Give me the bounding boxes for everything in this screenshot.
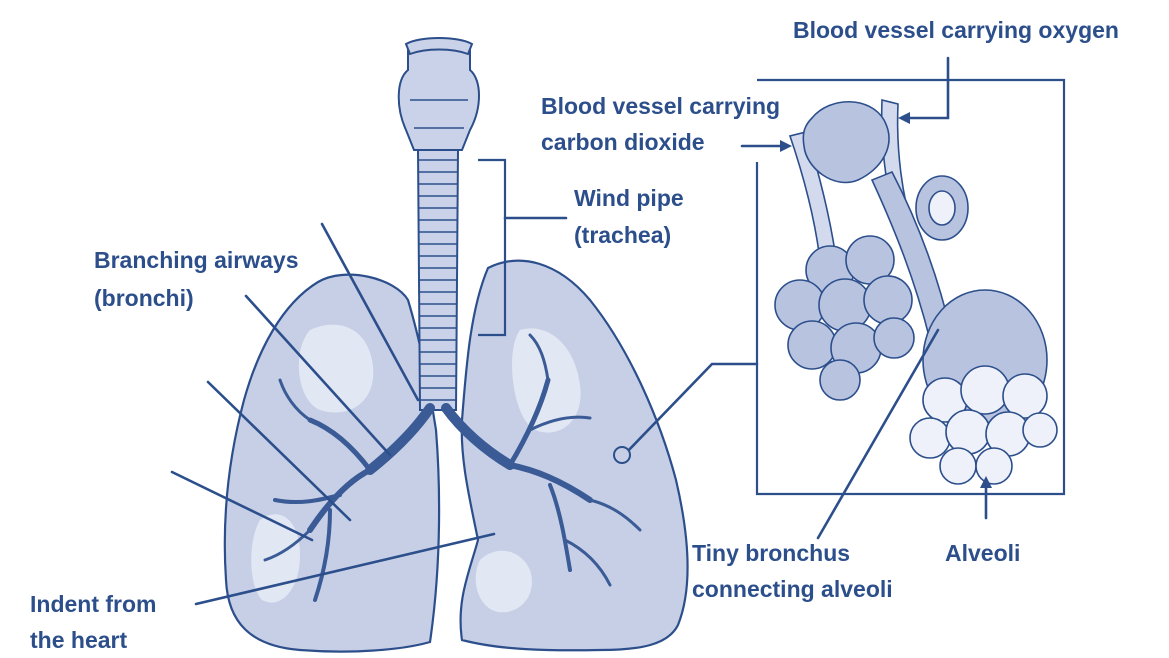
label-branching-airways-line2: (bronchi) <box>94 285 194 311</box>
oxygen-vessel-leader <box>902 58 948 118</box>
oxygen-vessel-arrow <box>898 112 910 124</box>
inset-source-marker <box>614 447 630 463</box>
trachea-rings <box>418 160 458 400</box>
label-tiny-bronchus-line1: Tiny bronchus <box>692 540 850 566</box>
larynx <box>399 44 479 150</box>
label-wind-pipe-line1: Wind pipe <box>574 185 684 211</box>
label-wind-pipe-line2: (trachea) <box>574 222 671 248</box>
label-alveoli: Alveoli <box>945 540 1020 566</box>
co2-vessel-arrow <box>780 140 792 152</box>
label-indent-heart-line1: Indent from <box>30 591 157 617</box>
label-blood-vessel-co2-line1: Blood vessel carrying <box>541 93 780 119</box>
label-blood-vessel-oxygen: Blood vessel carrying oxygen <box>793 17 1119 43</box>
alveoli-inset <box>757 80 1064 494</box>
label-blood-vessel-co2-line2: carbon dioxide <box>541 129 705 155</box>
bronchiole-cross-section-inner <box>929 191 955 225</box>
bronchiole-upper <box>803 102 889 183</box>
label-tiny-bronchus-line2: connecting alveoli <box>692 576 893 602</box>
label-branching-airways-line1: Branching airways <box>94 247 299 273</box>
alveoli-cluster-left <box>775 236 914 400</box>
label-indent-heart-line2: the heart <box>30 627 127 653</box>
